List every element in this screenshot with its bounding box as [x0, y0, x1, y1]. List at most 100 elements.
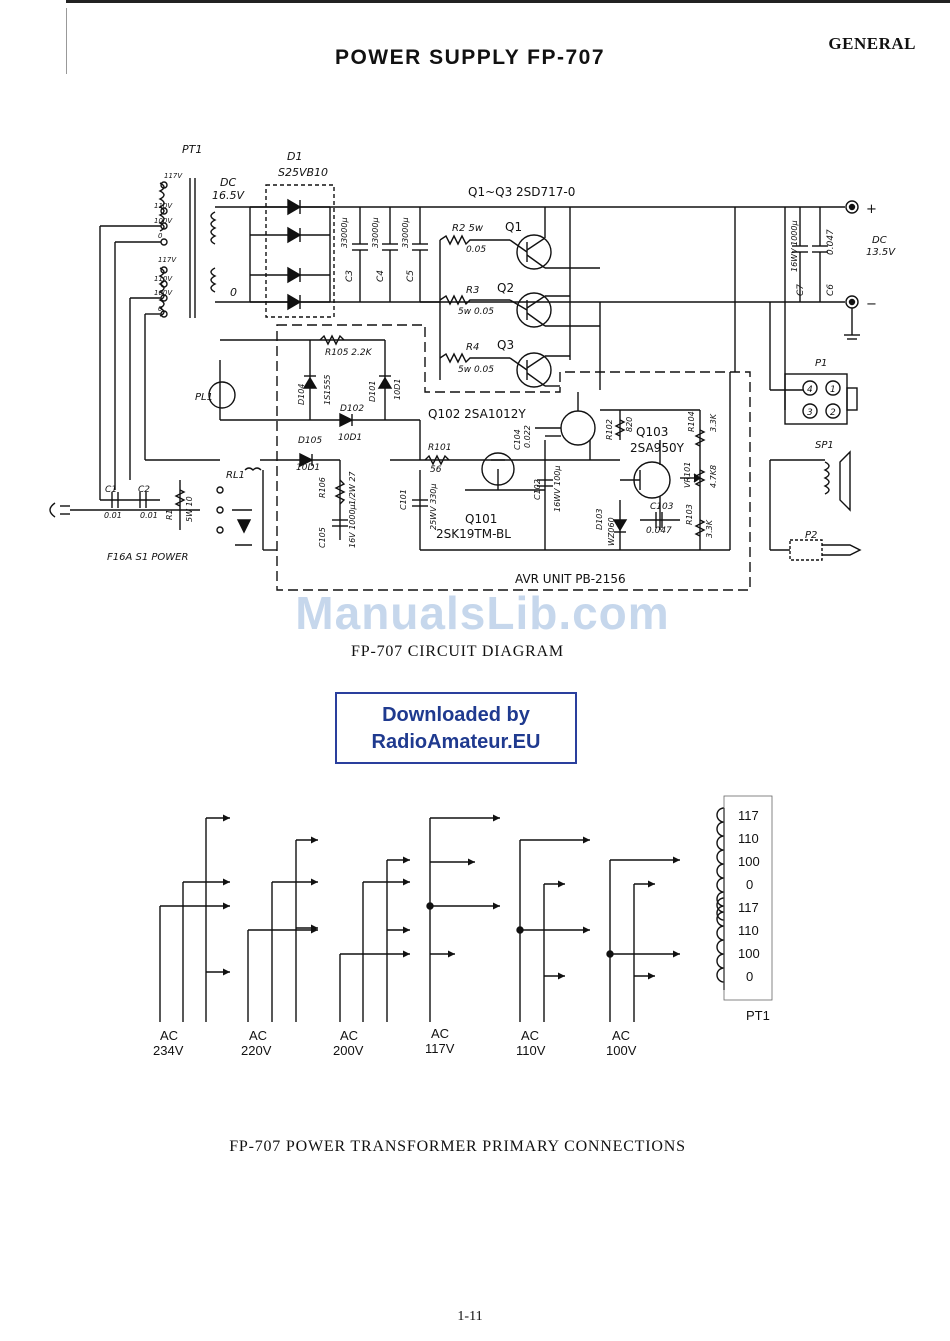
label-sp1: SP1 [815, 440, 834, 451]
watermark: ManualsLib.com [295, 587, 670, 639]
label-tap-110-b: 110V [154, 275, 173, 283]
pass-transistors [420, 207, 601, 390]
tap-label: 117 [738, 900, 759, 915]
label-vr101: VR101 [683, 462, 692, 488]
label-avr-unit: AVR UNIT PB-2156 [515, 572, 626, 586]
label-r1v: 5W 10 [185, 496, 194, 522]
label-c6: C6 [826, 284, 836, 296]
label-d102v: 10D1 [338, 433, 362, 443]
tap-label: 0 [746, 877, 754, 892]
label-vr101v: 4.7K8 [709, 465, 718, 488]
circuit-diagram: PT1 D1 S25VB10 DC 16.5V 0 Q1~Q3 2SD717-0… [49, 143, 896, 591]
avr-unit-boundary [276, 324, 751, 591]
label-d105v: 10D1 [296, 463, 320, 473]
tap-label: 100 [738, 946, 760, 961]
label-r4v: 5w 0.05 [458, 365, 494, 375]
label-q-title: Q1~Q3 2SD717-0 [468, 185, 575, 199]
label-rl1: RL1 [226, 470, 245, 481]
label-c102v: 16WV 100μ [553, 466, 562, 512]
label-c2v: 0.01 [140, 511, 158, 520]
tap-label: 110 [738, 831, 759, 846]
label-q102: Q102 2SA1012Y [428, 407, 526, 421]
label-r102v: 820 [625, 417, 634, 432]
label-tap-117-b: 117V [158, 256, 177, 264]
label-dc-in: DC [220, 176, 236, 189]
label-r3v: 5w 0.05 [458, 307, 494, 317]
download-stamp: Downloaded by RadioAmateur.EU [335, 692, 577, 764]
margin-rule [66, 8, 67, 74]
label-r3: R3 [466, 285, 479, 296]
label-r106: R106 [318, 477, 327, 498]
label-c5: C5 [406, 270, 416, 282]
label-d104: D104 [297, 384, 306, 405]
label-minus: − [866, 297, 877, 312]
label-r2: R2 5w [452, 223, 484, 234]
config-voltage-label: 110V [516, 1043, 546, 1058]
label-pl1: PL1 [195, 392, 213, 403]
label-c101: C101 [399, 489, 408, 510]
label-c7v: 16WV 1000μ [790, 220, 799, 272]
junction-dot [516, 926, 524, 934]
label-q101: Q101 [465, 512, 497, 526]
transformer-name: PT1 [746, 1008, 770, 1023]
circuit-caption: FP-707 CIRCUIT DIAGRAM [351, 643, 564, 660]
label-tap-100-b: 100V [154, 289, 173, 297]
label-pt1: PT1 [182, 143, 202, 156]
label-r2v: 0.05 [466, 245, 486, 255]
label-pin3: 3 [807, 408, 813, 418]
label-d101: D101 [368, 381, 377, 402]
label-c3-value: 33000μ [340, 217, 349, 248]
label-c1: C1 [105, 485, 117, 495]
label-r1: R1 [165, 509, 174, 520]
label-d102: D102 [340, 404, 364, 414]
label-p1: P1 [815, 358, 827, 369]
label-c7: C7 [796, 284, 806, 296]
connection-configs [159, 814, 680, 1022]
label-zero: 0 [230, 286, 237, 299]
label-q3: Q3 [497, 338, 514, 352]
label-f1s1: F16A S1 POWER [107, 552, 188, 563]
label-c105v: 16V 1000μ [348, 504, 357, 548]
label-plus: + [866, 202, 877, 217]
label-c4-value: 33000μ [371, 217, 380, 248]
label-r105: R105 2.2K [325, 348, 373, 358]
label-c103v: 0.047 [646, 526, 672, 536]
label-r102: R102 [605, 419, 614, 440]
label-c104: C104 [513, 429, 522, 450]
label-tap-0-b: 0 [158, 305, 163, 313]
label-q101v: 2SK19TM-BL [436, 527, 511, 541]
label-dc-out-v: 13.5V [866, 247, 896, 258]
label-pin2: 2 [830, 408, 836, 418]
label-r103: R103 [685, 504, 694, 525]
config-voltage-label: 100V [606, 1043, 637, 1058]
junction-dot [426, 902, 434, 910]
label-r101v: 56 [430, 465, 442, 475]
label-r103v: 3.3K [705, 519, 714, 538]
transformer-pt1 [100, 178, 235, 318]
filter-capacitors [352, 207, 428, 302]
config-voltage-label: 234V [153, 1043, 184, 1058]
section-label: GENERAL [828, 34, 916, 53]
label-r4: R4 [466, 342, 479, 353]
label-d1-part: S25VB10 [278, 166, 328, 179]
label-c103: C103 [650, 502, 674, 512]
stamp-line-1: Downloaded by [382, 704, 530, 726]
label-c1v: 0.01 [104, 511, 122, 520]
top-rule [66, 0, 950, 3]
label-tap-117-a: 117V [164, 172, 183, 180]
tap-label: 117 [738, 808, 759, 823]
config-voltage-label: 220V [241, 1043, 272, 1058]
label-c6v: 0.047 [826, 229, 836, 255]
avr-circuit [208, 334, 731, 551]
label-d103v: WZ060 [607, 517, 616, 546]
label-c102: C102 [533, 479, 542, 500]
config-ac-label: AC [431, 1026, 450, 1041]
page-number: 1-11 [457, 1309, 483, 1324]
label-c101v: 25WV 330μ [429, 484, 438, 530]
pt1-winding [716, 795, 773, 1001]
label-c3: C3 [345, 270, 355, 282]
config-ac-label: AC [249, 1028, 268, 1043]
label-r106v: 1/2W 27 [348, 471, 357, 505]
label-tap-100-a: 100V [154, 217, 173, 225]
label-dc-out: DC [872, 235, 887, 246]
